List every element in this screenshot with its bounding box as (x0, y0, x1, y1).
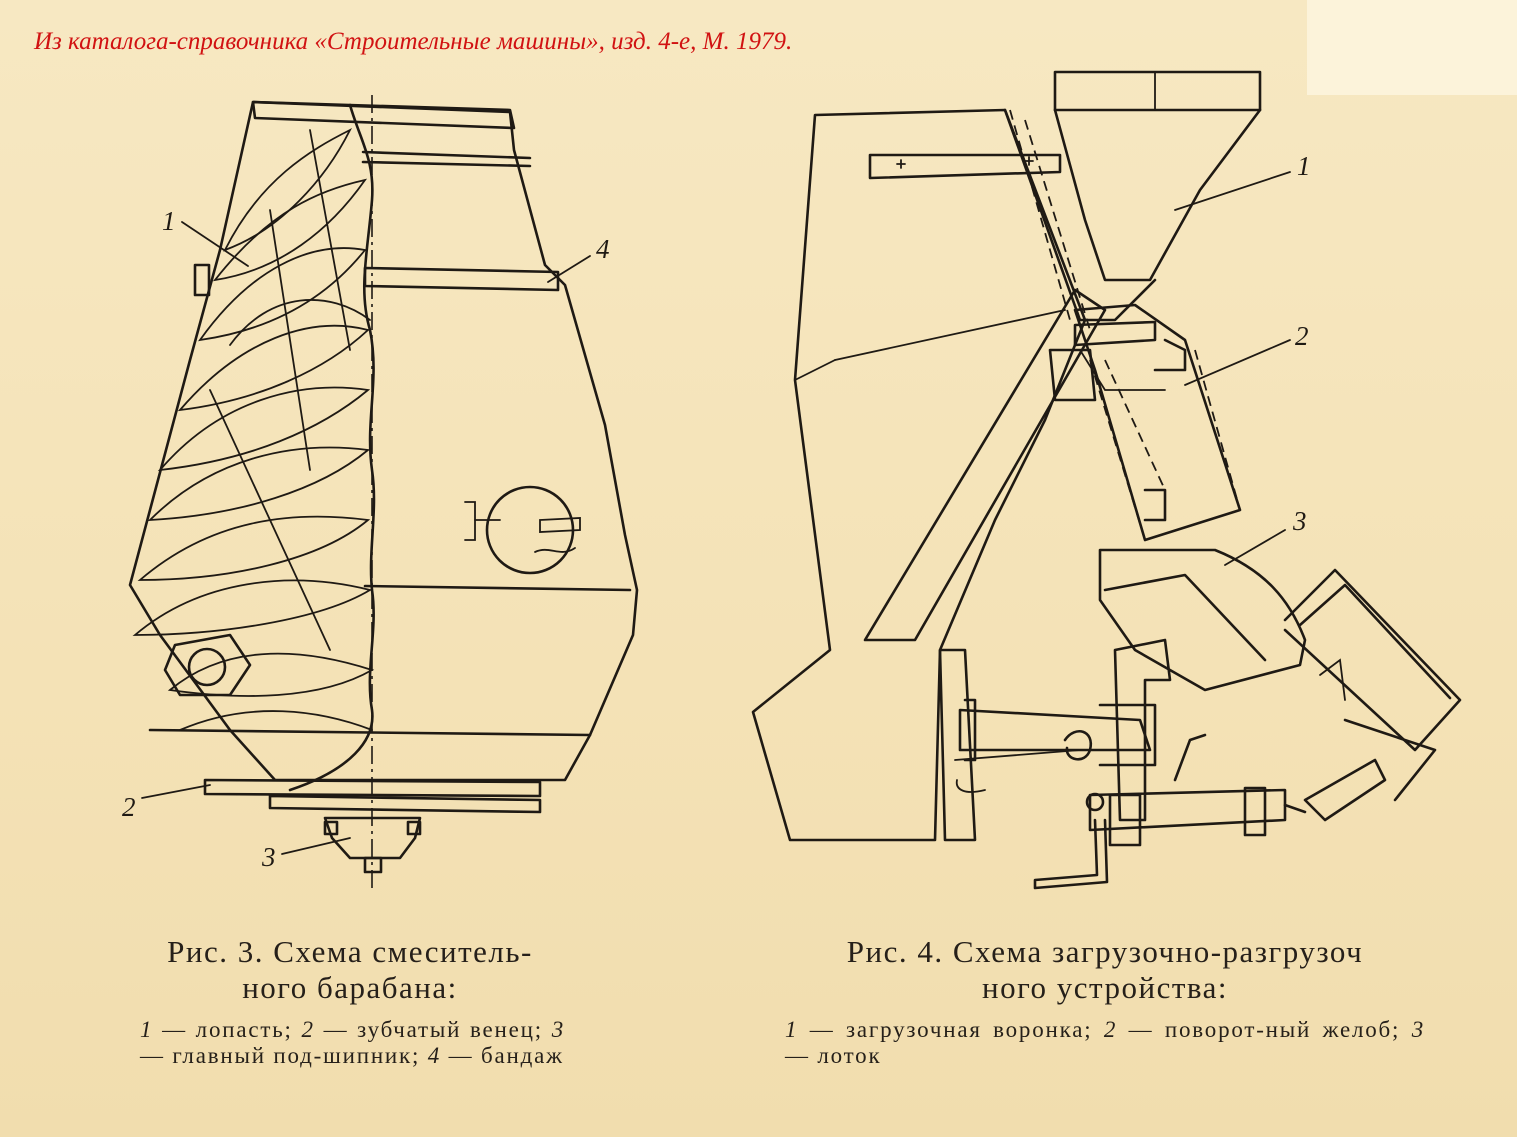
figure-4-caption-title: Рис. 4. Схема загрузочно-разгрузоч ного … (775, 934, 1435, 1006)
source-caption: Из каталога-справочника «Строительные ма… (34, 28, 793, 55)
figure-3-caption-title: Рис. 3. Схема смеситель- ного барабана: (130, 934, 570, 1006)
label-1: 1 (1297, 151, 1311, 181)
legend-number: 1 (785, 1017, 799, 1042)
support-bar (868, 153, 1062, 180)
inspection-hatch (464, 485, 581, 575)
figure-3-legend: 1 — лопасть; 2 — зубчатый венец; 3 — гла… (140, 1017, 565, 1069)
page-corner (1307, 0, 1517, 95)
mount-bracket (938, 638, 1172, 842)
hex-nut-hole (187, 647, 227, 687)
legend-text: — зубчатый венец; (314, 1017, 552, 1042)
figure-3-caption-line-2: ного барабана: (242, 970, 458, 1005)
side-bracket (193, 263, 211, 297)
drum-body (128, 100, 639, 814)
label-4: 4 (596, 234, 610, 264)
legend-number: 4 (427, 1043, 442, 1068)
legend-text: — поворот-ный желоб; (1117, 1017, 1412, 1042)
legend-number: 3 (551, 1017, 566, 1042)
figure-4-caption-line-2: ного устройства: (982, 970, 1228, 1005)
mixing-drum-drawing: 1 2 3 4 (122, 95, 639, 890)
figure-4-legend: 1 — загрузочная воронка; 2 — поворот-ный… (785, 1017, 1425, 1069)
hydraulic-cylinder (1033, 733, 1307, 890)
hex-nut (163, 633, 252, 697)
legend-number: 2 (301, 1017, 315, 1042)
figure-3-mixing-drum: 1 2 3 4 (110, 90, 670, 900)
loading-funnel (1003, 70, 1262, 331)
leader-4 (547, 255, 591, 283)
rotating-chute (1048, 303, 1242, 542)
legend-number: 2 (1103, 1017, 1118, 1042)
leader-3 (281, 837, 351, 855)
tray (1098, 548, 1462, 822)
legend-text: — лопасть; (153, 1017, 302, 1042)
label-1: 1 (162, 206, 176, 236)
label-3: 3 (261, 842, 276, 872)
leader-2 (141, 784, 211, 799)
label-2: 2 (1295, 321, 1309, 351)
legend-text: — лоток (785, 1043, 882, 1068)
mixer-blades (132, 127, 375, 731)
label-2: 2 (122, 792, 136, 822)
leader-3 (1224, 529, 1286, 566)
loading-device-drawing: 1 2 3 (751, 70, 1462, 890)
leader-1 (181, 221, 249, 267)
leader-1 (1174, 171, 1291, 211)
figure-4-loading-device: 1 2 3 (745, 60, 1485, 900)
leader-2 (1184, 339, 1291, 386)
legend-number: 1 (140, 1017, 154, 1042)
legend-text: — бандаж (441, 1043, 564, 1068)
legend-number: 3 (1411, 1017, 1425, 1042)
legend-text: — главный под-шипник; (140, 1043, 428, 1068)
figure-3-caption-line-1: Рис. 3. Схема смеситель- (167, 934, 533, 969)
label-3: 3 (1292, 506, 1307, 536)
main-bearing (323, 816, 422, 874)
figure-4-caption-line-1: Рис. 4. Схема загрузочно-разгрузоч (846, 934, 1364, 969)
legend-text: — загрузочная воронка; (798, 1017, 1104, 1042)
drum-outline (751, 108, 1107, 842)
